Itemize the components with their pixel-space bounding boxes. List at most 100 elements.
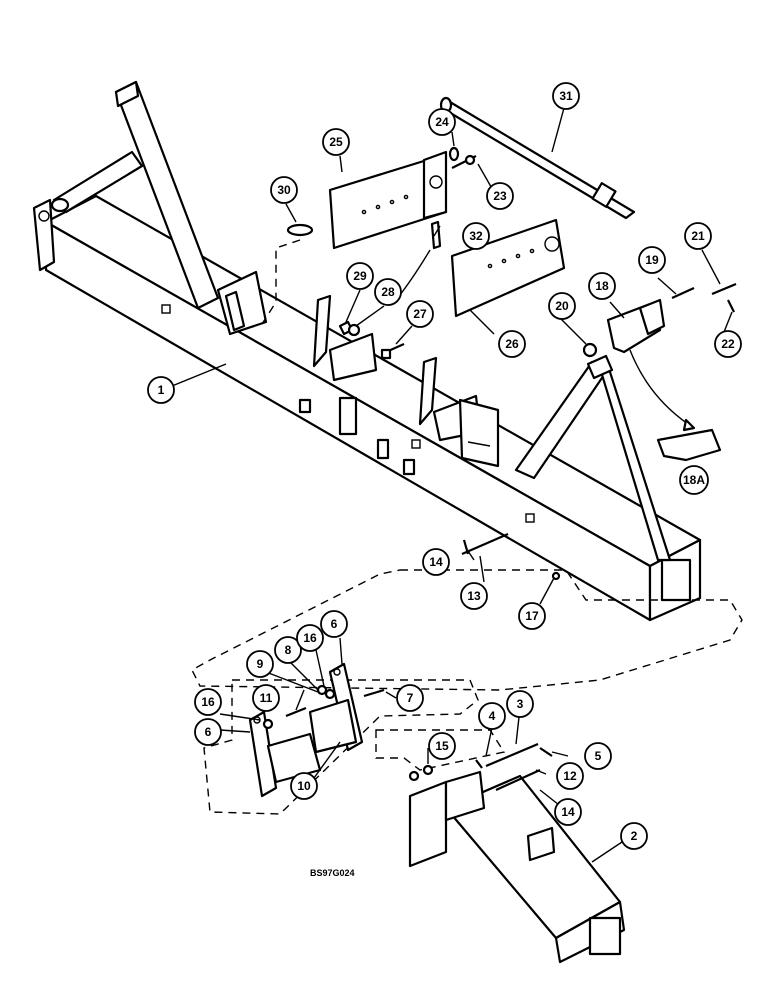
callout-21: 21 — [684, 222, 712, 250]
svg-text:29: 29 — [353, 269, 367, 283]
pin-7 — [363, 688, 385, 698]
callout-23: 23 — [486, 182, 514, 210]
center-shank-2 — [418, 356, 500, 468]
hitch-group-boundary-outer — [191, 569, 743, 691]
svg-text:21: 21 — [691, 229, 705, 243]
svg-text:20: 20 — [555, 299, 569, 313]
callout-9: 9 — [246, 650, 274, 678]
svg-text:6: 6 — [331, 617, 338, 631]
washers-15 — [408, 764, 434, 782]
callout-16a: 16 — [296, 624, 324, 652]
callout-6b: 6 — [194, 718, 222, 746]
washer-24 — [448, 146, 460, 162]
svg-text:24: 24 — [435, 115, 449, 129]
left-brace — [114, 80, 220, 310]
svg-text:17: 17 — [525, 609, 539, 623]
svg-text:16: 16 — [303, 631, 317, 645]
svg-text:14: 14 — [561, 805, 575, 819]
bolt-17 — [551, 571, 561, 581]
callout-11: 11 — [252, 684, 280, 712]
left-cross-tube — [50, 150, 144, 214]
svg-text:18: 18 — [595, 279, 609, 293]
washer-28 — [347, 323, 361, 337]
callout-18: 18 — [588, 272, 616, 300]
callout-8: 8 — [274, 636, 302, 664]
under-hangers — [298, 396, 416, 476]
svg-text:10: 10 — [297, 779, 311, 793]
clip-5 — [539, 747, 553, 757]
clip-32 — [430, 220, 442, 250]
callout-28: 28 — [374, 278, 402, 306]
svg-text:3: 3 — [517, 697, 524, 711]
hitch-group-boundary-inner — [203, 679, 479, 815]
svg-text:14: 14 — [429, 555, 443, 569]
pin-23 — [451, 154, 477, 169]
callout-10: 10 — [290, 772, 318, 800]
plate-25 — [328, 150, 448, 250]
callout-14b: 14 — [554, 798, 582, 826]
plate-10-upper — [308, 698, 358, 754]
washers-8-9-16 — [262, 684, 336, 730]
callout-24: 24 — [428, 108, 456, 136]
shaft-31 — [439, 96, 636, 220]
callout-26: 26 — [498, 330, 526, 358]
callout-16b: 16 — [194, 688, 222, 716]
svg-text:8: 8 — [285, 643, 292, 657]
svg-text:13: 13 — [467, 589, 481, 603]
svg-text:26: 26 — [505, 337, 519, 351]
callout-13: 13 — [460, 582, 488, 610]
main-frame-beam — [32, 194, 702, 622]
callout-29: 29 — [346, 262, 374, 290]
callout-15: 15 — [428, 732, 456, 760]
callout-25: 25 — [322, 128, 350, 156]
svg-text:23: 23 — [493, 189, 507, 203]
svg-text:18A: 18A — [683, 473, 705, 487]
callout-17: 17 — [518, 602, 546, 630]
right-brace — [514, 354, 672, 562]
svg-text:15: 15 — [435, 739, 449, 753]
bolt-27 — [380, 342, 405, 360]
svg-text:28: 28 — [381, 285, 395, 299]
nut-20 — [582, 342, 598, 358]
callout-30: 30 — [270, 176, 298, 204]
callout-7: 7 — [396, 684, 424, 712]
pin-13 — [461, 532, 509, 556]
callout-1: 1 — [147, 376, 175, 404]
callout-6a: 6 — [320, 610, 348, 638]
pin-21 — [711, 282, 737, 296]
bracket-18 — [606, 298, 666, 354]
svg-text:1: 1 — [158, 383, 165, 397]
clip-22 — [727, 299, 735, 313]
plate-26 — [450, 218, 566, 318]
bracket-18a — [656, 428, 722, 462]
callout-14a: 14 — [422, 548, 450, 576]
pin-11 — [285, 706, 307, 718]
svg-text:5: 5 — [595, 749, 602, 763]
svg-text:16: 16 — [201, 695, 215, 709]
callout-31: 31 — [552, 82, 580, 110]
svg-text:25: 25 — [329, 135, 343, 149]
clip-14a — [462, 539, 470, 555]
arrow-head-18a — [682, 418, 696, 432]
callout-2: 2 — [620, 822, 648, 850]
svg-text:27: 27 — [413, 307, 427, 321]
svg-text:6: 6 — [205, 725, 212, 739]
link-30 — [261, 223, 314, 325]
pin-3 — [485, 742, 539, 768]
bolt-19 — [671, 286, 695, 300]
svg-text:4: 4 — [489, 709, 496, 723]
svg-text:31: 31 — [559, 89, 573, 103]
callout-22: 22 — [714, 330, 742, 358]
callout-27: 27 — [406, 300, 434, 328]
callout-20: 20 — [548, 292, 576, 320]
arrow-18-18a — [629, 349, 689, 425]
callout-32: 32 — [462, 222, 490, 250]
svg-text:19: 19 — [645, 253, 659, 267]
callout-4: 4 — [478, 702, 506, 730]
svg-text:12: 12 — [563, 769, 577, 783]
svg-text:2: 2 — [631, 829, 638, 843]
pin-12 — [495, 768, 541, 792]
callout-12: 12 — [556, 762, 584, 790]
center-shank-1 — [312, 294, 378, 382]
